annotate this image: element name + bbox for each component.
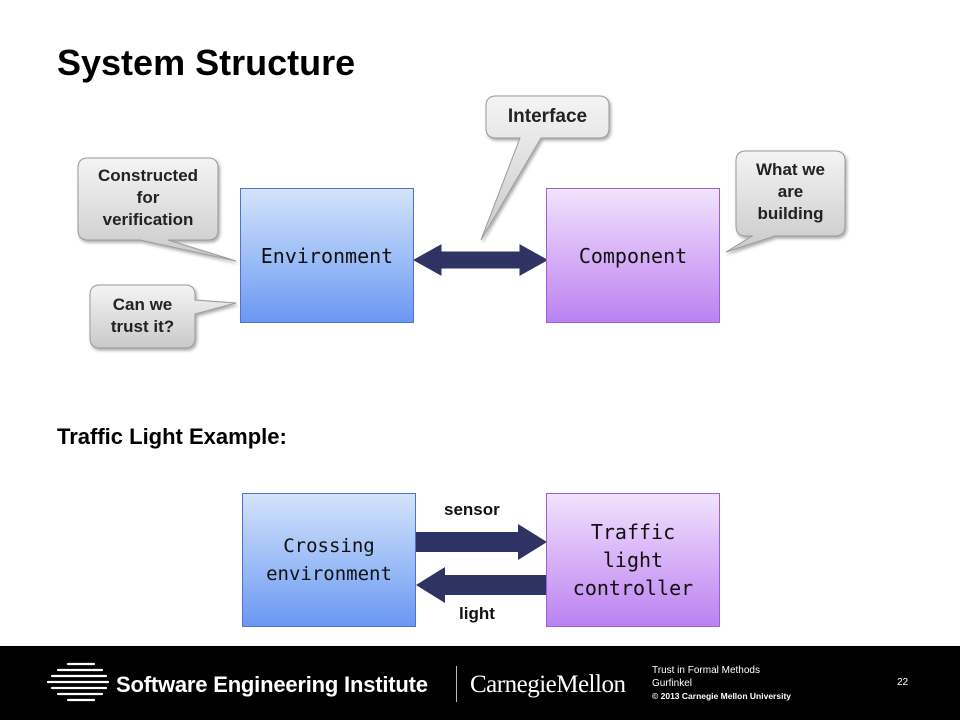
callout-constructed-text: Constructed for verification (97, 166, 199, 229)
callout-constructed (77, 157, 237, 262)
slide-title: System Structure (57, 42, 356, 83)
component-label: Component (578, 243, 688, 268)
environment-label: Environment (260, 243, 394, 268)
footer-bar: Software Engineering Institute CarnegieM… (0, 646, 960, 720)
component-box: Component (546, 188, 720, 323)
traffic-light-controller-box: Traffic light controller (546, 493, 720, 627)
sei-name: Software Engineering Institute (116, 672, 428, 697)
example-heading: Traffic Light Example: (57, 424, 287, 449)
cmu-name: CarnegieMellon (470, 671, 626, 698)
callout-building (725, 150, 846, 253)
footer-info: Trust in Formal Methods Gurfinkel © 2013… (652, 664, 791, 703)
environment-box: Environment (240, 188, 414, 323)
sensor-label: sensor (444, 500, 500, 519)
footer-divider (456, 666, 457, 702)
page-number: 22 (897, 677, 909, 688)
callout-interface (480, 95, 610, 241)
crossing-environment-box: Crossing environment (242, 493, 416, 627)
callout-trust-text: Can we trust it? (110, 295, 175, 336)
callout-building-text: What we are building (756, 160, 825, 223)
diagram-shapes (77, 95, 846, 603)
crossing-environment-label: Crossing environment (266, 535, 392, 585)
copyright: © 2013 Carnegie Mellon University (652, 691, 792, 701)
author-name: Gurfinkel (652, 678, 693, 689)
traffic-light-controller-label: Traffic light controller (572, 520, 694, 600)
sensor-arrow (416, 524, 547, 560)
sei-logo-icon (46, 662, 110, 702)
course-title: Trust in Formal Methods (652, 665, 760, 676)
callout-interface-text: Interface (507, 106, 588, 127)
light-arrow (416, 567, 547, 603)
interface-double-arrow (412, 244, 549, 276)
callout-trust (89, 284, 237, 349)
light-label: light (459, 604, 495, 623)
